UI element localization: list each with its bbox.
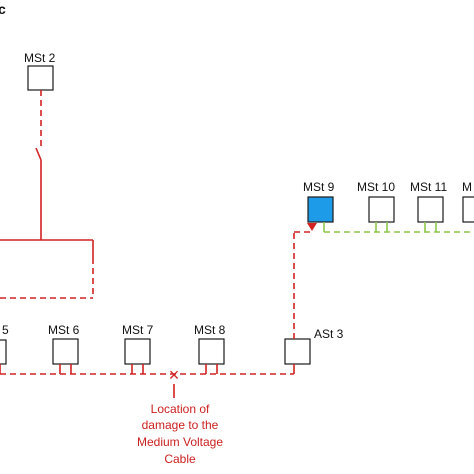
label-mst11: MSt 11 — [410, 180, 447, 194]
damage-caption-line3: Medium Voltage — [137, 435, 223, 449]
label-mst9: MSt 9 — [303, 180, 335, 194]
panel-letter: c — [0, 1, 6, 17]
station-mst11[interactable] — [417, 196, 444, 223]
label-mst6: MSt 6 — [48, 323, 80, 337]
station-mst2[interactable] — [27, 65, 54, 91]
label-ast3: ASt 3 — [314, 327, 344, 341]
damage-caption-line2: damage to the — [142, 418, 219, 432]
label-mst10: MSt 10 — [357, 180, 395, 194]
arrow-into-mst9 — [307, 223, 317, 231]
green-drops — [323, 222, 437, 232]
label-mst12-partial: M — [462, 180, 472, 194]
damage-marker: × — [169, 365, 180, 385]
label-station-5: 5 — [2, 323, 9, 337]
label-mst7: MSt 7 — [122, 323, 154, 337]
damage-caption-line1: Location of — [151, 402, 210, 416]
station-mst9-highlighted[interactable] — [307, 196, 334, 223]
station-mst6[interactable] — [52, 338, 79, 365]
station-drops — [0, 364, 295, 374]
station-mst10[interactable] — [368, 196, 395, 223]
label-mst2: MSt 2 — [24, 51, 56, 65]
station-5-partial[interactable] — [0, 339, 7, 365]
station-mst7[interactable] — [124, 338, 151, 365]
switch-blade — [35, 147, 42, 161]
label-mst8: MSt 8 — [194, 323, 226, 337]
damage-caption-line4: Cable — [164, 452, 196, 466]
station-mst12-partial[interactable] — [462, 196, 474, 223]
station-mst8[interactable] — [198, 338, 225, 365]
station-ast3[interactable] — [284, 338, 311, 365]
